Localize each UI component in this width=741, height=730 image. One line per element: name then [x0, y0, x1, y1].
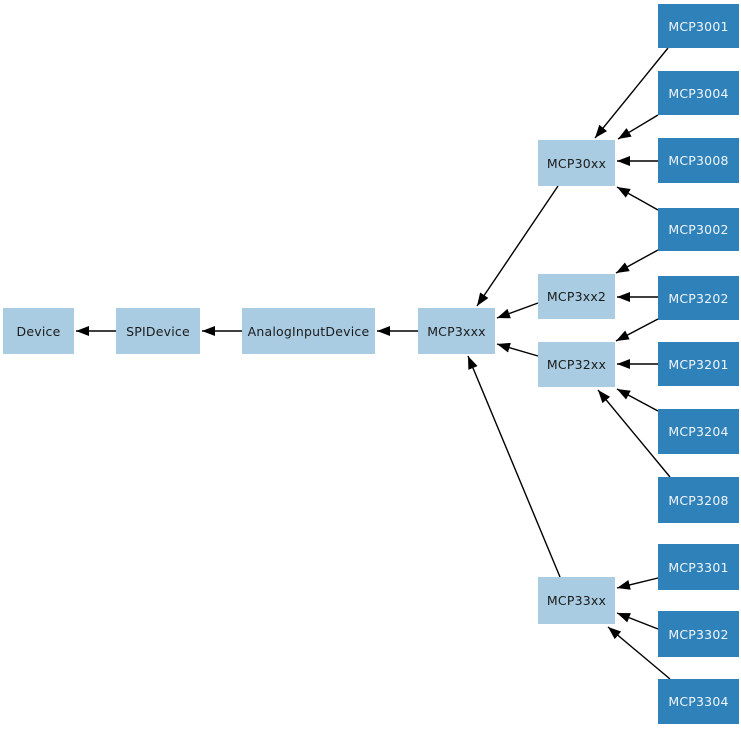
- class-node-MCP3204[interactable]: MCP3204: [658, 409, 739, 454]
- class-node-label: SPIDevice: [126, 323, 190, 339]
- class-node-label: MCP3xxx: [427, 323, 486, 339]
- class-node-label: MCP3001: [668, 18, 729, 34]
- class-node-MCP3301[interactable]: MCP3301: [658, 544, 739, 590]
- class-node-MCP3208[interactable]: MCP3208: [658, 477, 739, 523]
- class-node-label: MCP3301: [668, 559, 729, 575]
- class-node-label: MCP32xx: [546, 357, 607, 372]
- inheritance-edge-MCP3004-to-MCP30xx: [617, 114, 659, 140]
- inheritance-edge-MCP3204-to-MCP32xx: [616, 388, 659, 412]
- inheritance-edge-MCP3202-to-MCP32xx: [615, 318, 659, 342]
- class-node-SPIDevice[interactable]: SPIDevice: [116, 308, 200, 354]
- class-node-label: MCP3008: [668, 153, 729, 168]
- class-node-label: MCP3304: [668, 694, 729, 709]
- class-node-MCP3202[interactable]: MCP3202: [658, 276, 739, 320]
- class-node-label: MCP3002: [668, 222, 729, 237]
- class-node-label: MCP33xx: [546, 593, 607, 608]
- inheritance-edge-MCP3001-to-MCP30xx: [594, 47, 669, 139]
- class-node-label: MCP3302: [668, 626, 729, 642]
- inheritance-edge-MCP30xx-to-MCP3xxx: [476, 185, 559, 307]
- inheritance-edge-MCP3xx2-to-MCP3xxx: [496, 302, 539, 319]
- class-node-label: MCP3xx2: [546, 289, 607, 304]
- inheritance-edge-MCP3208-to-MCP32xx: [597, 389, 671, 478]
- inheritance-edge-MCP3301-to-MCP33xx: [616, 577, 659, 590]
- inheritance-edge-MCP3002-to-MCP3xx2: [615, 249, 659, 274]
- class-node-MCP3xx2[interactable]: MCP3xx2: [538, 274, 615, 319]
- class-node-MCP33xx[interactable]: MCP33xx: [538, 577, 615, 624]
- class-node-MCP3201[interactable]: MCP3201: [658, 342, 739, 386]
- class-node-label: MCP30xx: [546, 155, 607, 171]
- class-node-label: Device: [16, 323, 61, 339]
- class-node-MCP3xxx[interactable]: MCP3xxx: [418, 308, 495, 354]
- inheritance-edge-MCP3304-to-MCP33xx: [607, 626, 671, 680]
- class-node-AnalogInputDevice[interactable]: AnalogInputDevice: [242, 308, 375, 354]
- inheritance-edge-MCP32xx-to-MCP3xxx: [496, 342, 539, 357]
- class-node-label: MCP3201: [668, 356, 729, 372]
- class-node-MCP3304[interactable]: MCP3304: [658, 679, 739, 724]
- class-node-label: MCP3204: [668, 424, 729, 439]
- class-node-label: MCP3202: [668, 290, 729, 306]
- class-node-MCP3302[interactable]: MCP3302: [658, 611, 739, 657]
- inheritance-edge-MCP33xx-to-MCP3xxx: [467, 355, 561, 578]
- class-node-MCP3002[interactable]: MCP3002: [658, 208, 739, 251]
- class-node-Device[interactable]: Device: [3, 308, 74, 354]
- class-node-label: AnalogInputDevice: [247, 323, 370, 339]
- class-node-MCP3004[interactable]: MCP3004: [658, 71, 739, 115]
- class-node-MCP3008[interactable]: MCP3008: [658, 138, 739, 183]
- class-node-label: MCP3004: [668, 85, 729, 101]
- inheritance-edge-MCP3302-to-MCP33xx: [616, 612, 659, 630]
- class-node-label: MCP3208: [668, 492, 729, 508]
- class-node-MCP32xx[interactable]: MCP32xx: [538, 342, 615, 387]
- class-node-MCP3001[interactable]: MCP3001: [658, 4, 739, 48]
- inheritance-edge-MCP3002-to-MCP30xx: [616, 186, 659, 211]
- class-node-MCP30xx[interactable]: MCP30xx: [538, 140, 615, 186]
